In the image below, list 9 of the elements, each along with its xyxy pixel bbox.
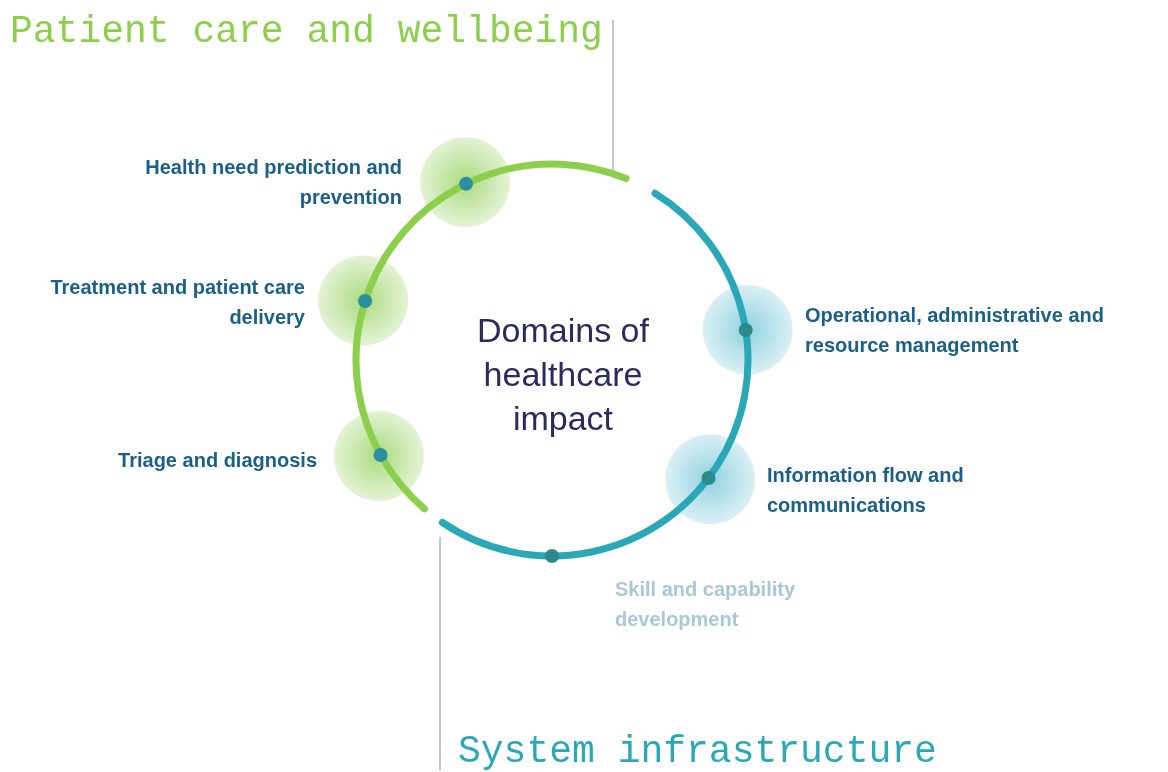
domain-label: Operational, administrative and resource management <box>805 300 1168 360</box>
domain-label: Treatment and patient care delivery <box>43 272 305 332</box>
domain-label: Information flow and communications <box>767 460 1017 520</box>
section-heading: Patient care and wellbeing <box>10 10 603 54</box>
domain-label: Skill and capability development <box>615 574 847 634</box>
domain-label: Health need prediction and prevention <box>140 152 402 212</box>
section-heading: System infrastructure <box>458 730 937 772</box>
center-title: Domains of healthcare impact <box>453 308 673 440</box>
domain-label: Triage and diagnosis <box>67 445 317 475</box>
